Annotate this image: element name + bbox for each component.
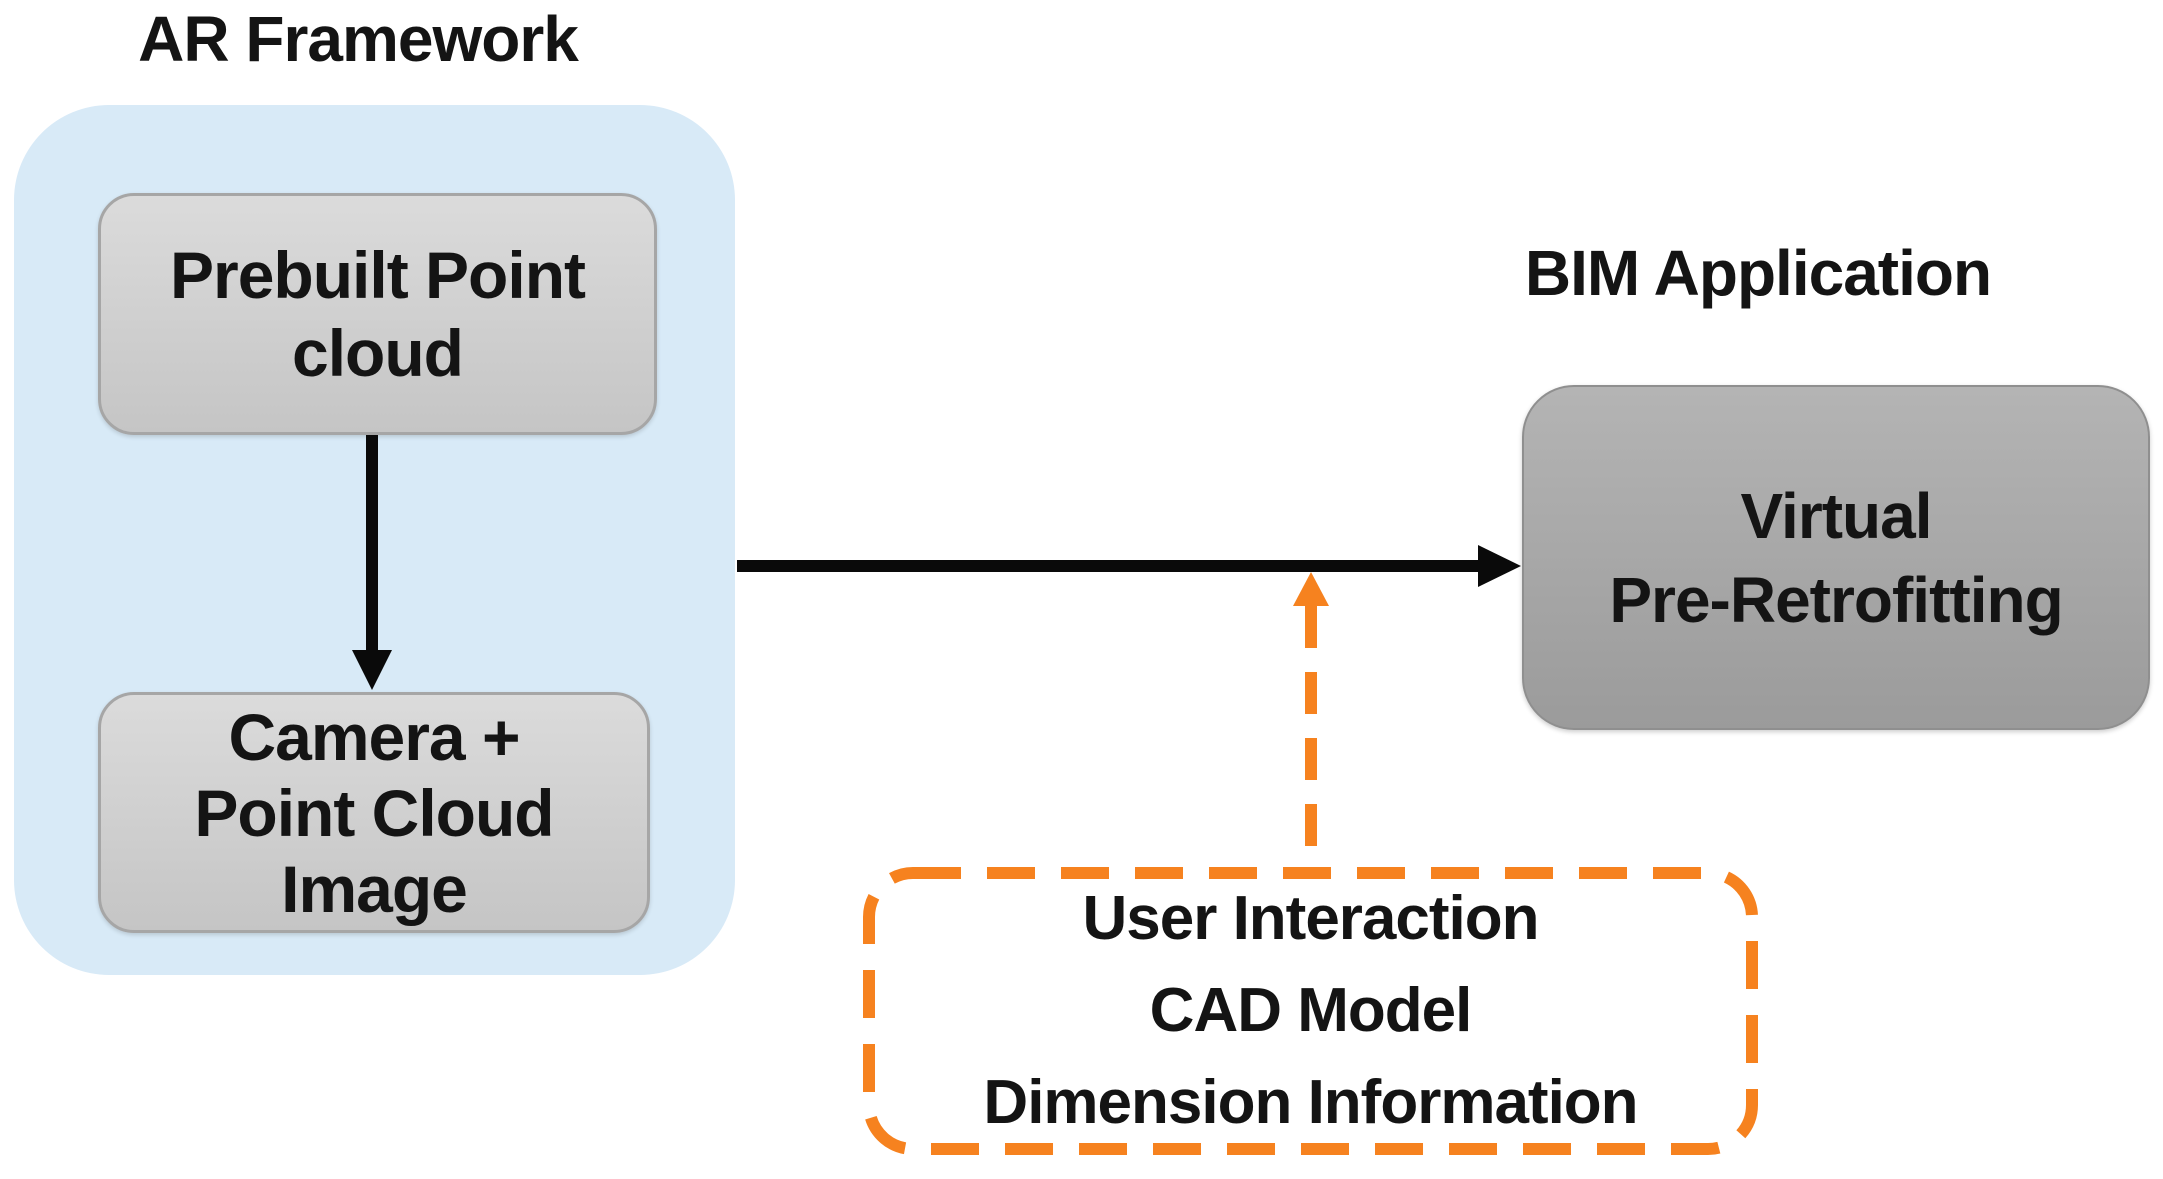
node-prebuilt-point-cloud: Prebuilt Point cloud	[98, 193, 657, 435]
node-camera-point-cloud-image: Camera + Point Cloud Image	[98, 692, 650, 933]
annotation-line-2: CAD Model	[1149, 976, 1473, 1045]
annotation-line-1: User Interaction	[1082, 884, 1539, 953]
node-prebuilt-line-1: Prebuilt Point	[170, 238, 586, 312]
annotation-line-3: Dimension Information	[983, 1068, 1638, 1137]
node-virtual-pre-retrofitting: Virtual Pre-Retrofitting	[1522, 385, 2150, 730]
node-prebuilt-line-2: cloud	[292, 316, 464, 390]
arrow-ar-to-bim-head	[1478, 545, 1521, 587]
annotation-user-interaction: User Interaction CAD Model Dimension Inf…	[869, 873, 1752, 1149]
ar-framework-title: AR Framework	[138, 3, 579, 75]
node-bim-line-1: Virtual	[1740, 479, 1933, 552]
arrow-ar-to-bim-shaft	[737, 560, 1482, 572]
arrow-annotation-head	[1293, 572, 1329, 606]
bim-application-title: BIM Application	[1524, 237, 1992, 309]
node-camera-line-2: Point Cloud	[194, 775, 554, 850]
node-camera-line-1: Camera +	[228, 699, 520, 774]
node-bim-line-2: Pre-Retrofitting	[1609, 563, 2063, 636]
node-camera-line-3: Image	[281, 851, 468, 926]
